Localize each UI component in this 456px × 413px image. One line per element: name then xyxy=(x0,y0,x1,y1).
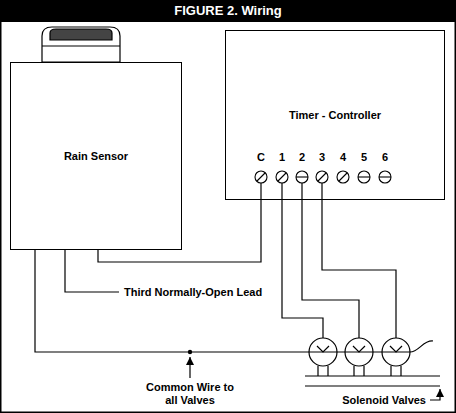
terminal-label: 1 xyxy=(279,151,285,164)
box-label: Rain Sensor xyxy=(64,150,128,163)
wires xyxy=(35,183,433,352)
zone-3-wire xyxy=(322,183,396,338)
sensor-wire xyxy=(98,200,261,262)
common-wire xyxy=(35,250,309,352)
wire-callout: Common Wire to all Valves xyxy=(140,381,240,407)
sensor-box: Rain Sensor xyxy=(10,62,182,250)
sensor-cap xyxy=(42,27,120,62)
terminal-label: 6 xyxy=(382,151,388,164)
valve-callout: Solenoid Valves xyxy=(342,394,426,407)
terminal-screws xyxy=(255,171,391,183)
box-label: Timer - Controller xyxy=(289,109,381,122)
terminal-label: 2 xyxy=(299,151,305,164)
controller-box: Timer - Controller xyxy=(225,30,445,200)
terminal-label: 5 xyxy=(361,151,367,164)
figure-title: FIGURE 2. Wiring xyxy=(0,0,456,22)
title-bar xyxy=(0,0,456,22)
lead-label: Third Normally-Open Lead xyxy=(124,286,262,299)
callout-arrow xyxy=(189,357,190,378)
callout-arrow xyxy=(430,389,440,400)
solenoid-valves xyxy=(305,338,440,386)
terminal-label: 3 xyxy=(319,151,325,164)
terminal-label: C xyxy=(257,151,265,164)
wire-dot xyxy=(188,350,192,354)
terminal-c-wire xyxy=(260,183,261,200)
normally-open-lead xyxy=(65,250,119,292)
zone-2-wire xyxy=(302,183,359,338)
terminal-label: 4 xyxy=(340,151,346,164)
